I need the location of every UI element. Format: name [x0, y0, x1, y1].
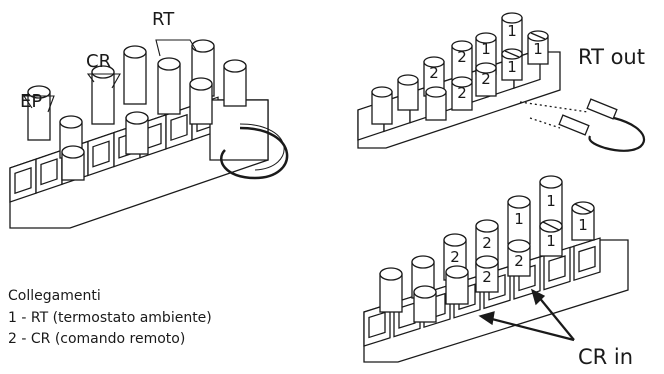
- legend-item-rt: 1 - RT (termostato ambiente): [8, 309, 212, 326]
- terminal-number: 1: [481, 40, 491, 58]
- terminal-number: 2: [482, 268, 492, 286]
- terminal-number: 1: [546, 192, 556, 210]
- screw-posts-bottom-right: [379, 175, 595, 323]
- screw-posts-top-right: [371, 12, 549, 125]
- legend-title: Collegamenti: [8, 288, 101, 304]
- label-ep: EP: [20, 91, 42, 112]
- label-cr-in: CR in: [578, 345, 633, 369]
- label-cr: CR: [86, 51, 111, 72]
- terminal-number: 1: [507, 58, 517, 76]
- terminal-block-left: [9, 39, 289, 229]
- terminal-number: 2: [481, 70, 491, 88]
- legend-item-cr: 2 - CR (comando remoto): [8, 331, 186, 347]
- terminal-block-bottom-right: [363, 175, 629, 363]
- terminal-number: 2: [482, 234, 492, 252]
- label-rt-out: RT out: [578, 45, 645, 69]
- terminal-number: 1: [578, 216, 588, 234]
- terminal-block-top-right: [357, 12, 645, 152]
- terminal-number: 1: [546, 232, 556, 250]
- terminal-number: 2: [450, 248, 460, 266]
- terminal-number: 2: [457, 84, 467, 102]
- terminal-number: 1: [507, 22, 517, 40]
- label-rt: RT: [152, 9, 175, 30]
- terminal-number: 2: [514, 252, 524, 270]
- cr-in-arrows: [478, 288, 575, 342]
- terminal-number: 1: [514, 210, 524, 228]
- terminal-number: 1: [533, 40, 543, 58]
- connections-legend: Collegamenti 1 - RT (termostato ambiente…: [8, 286, 212, 351]
- rt-out-jumper: [519, 98, 645, 152]
- screw-posts-left: [27, 39, 247, 181]
- terminal-number: 2: [429, 64, 439, 82]
- terminal-number: 2: [457, 48, 467, 66]
